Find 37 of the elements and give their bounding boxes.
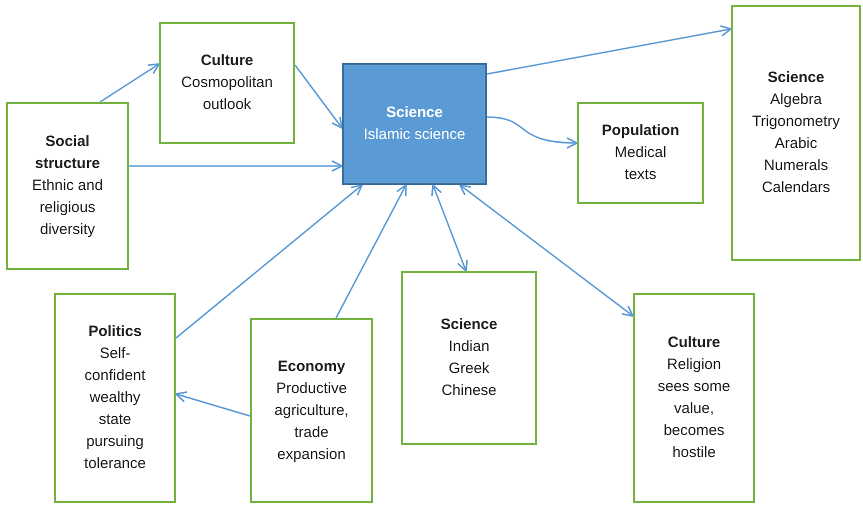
box-text: Religion sees some value, becomes hostile (656, 355, 732, 463)
box-text: Indian Greek Chinese (440, 337, 498, 401)
box-heading: Economy (278, 356, 346, 376)
arrow (431, 184, 468, 272)
topic-box (731, 5, 861, 261)
box-heading: Population (602, 121, 680, 141)
box-text: Medical texts (614, 143, 668, 185)
box-heading: Science (386, 103, 443, 123)
box-heading: Science (768, 68, 824, 88)
box-text: Self-confident wealthy state pursuing tolerance (83, 344, 147, 474)
topic-box (577, 102, 704, 204)
box-heading: Social structure (34, 132, 102, 174)
arrow (486, 116, 578, 148)
arrow (100, 63, 160, 103)
box-heading: Culture (200, 51, 254, 71)
topic-box (159, 22, 295, 144)
arrow (486, 25, 732, 75)
topic-box (54, 293, 176, 503)
box-text: Cosmopolitan outlook (180, 73, 274, 115)
topic-box (6, 102, 129, 270)
arrow (129, 160, 343, 172)
topic-box (401, 271, 537, 445)
topic-box (633, 293, 755, 503)
central-box (342, 63, 487, 185)
topic-box (250, 318, 373, 503)
arrow (175, 391, 250, 417)
box-text: Islamic science (364, 125, 466, 145)
box-text: Ethnic and religious diversity (31, 176, 104, 240)
arrow (176, 184, 363, 339)
box-text: Algebra Trigonometry Arabic Numerals Calendars (751, 90, 841, 198)
arrow (294, 64, 343, 129)
arrow (335, 184, 407, 318)
box-heading: Politics (88, 322, 142, 342)
box-heading: Culture (668, 333, 720, 353)
box-text: Productive agriculture, trade expansion (273, 378, 350, 464)
arrow (459, 184, 634, 317)
box-heading: Science (440, 315, 498, 335)
